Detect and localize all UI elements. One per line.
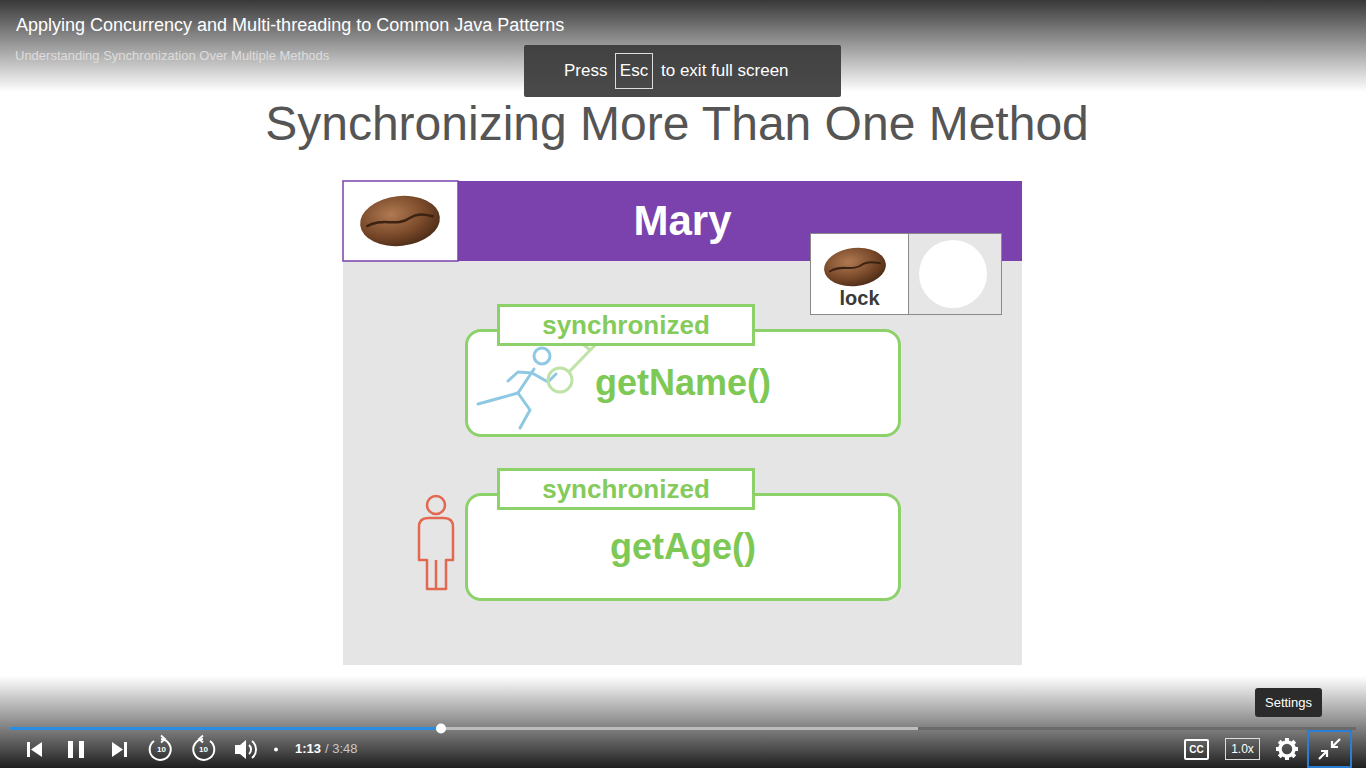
method-box: synchronizedgetAge()	[465, 493, 901, 601]
course-title: Applying Concurrency and Multi-threading…	[16, 15, 564, 36]
toast-panel	[524, 45, 841, 97]
volume-icon	[235, 740, 256, 759]
previous-icon	[27, 742, 42, 757]
rewind-icon	[150, 736, 171, 760]
object-name: Mary	[343, 181, 1022, 261]
method-box: synchronizedgetName()	[465, 329, 901, 437]
bean-frame	[343, 181, 458, 261]
bottom-shade	[0, 676, 1366, 768]
toast-text: to exit full screen	[661, 61, 789, 81]
coffee-bean	[358, 192, 443, 250]
method-name: getAge()	[468, 496, 898, 598]
progress-bar	[10, 724, 1356, 734]
tooltip: Settings	[1255, 688, 1322, 717]
waiting-person-icon	[419, 496, 453, 589]
progress-track	[10, 727, 1356, 730]
exit-fullscreen-icon	[1319, 739, 1340, 759]
volume-dot	[274, 748, 278, 752]
next-icon	[112, 742, 127, 757]
slide-title: Synchronizing More Than One Method	[0, 98, 1354, 150]
modifier-tab: synchronized	[497, 468, 755, 510]
key-cap: Esc	[615, 53, 653, 89]
toast-text: Press	[564, 61, 607, 81]
progress-knob	[436, 724, 446, 734]
top-shade	[0, 0, 1366, 92]
icon-number: 10	[196, 745, 211, 754]
settings-icon	[1276, 738, 1298, 760]
lock-box: lock	[810, 233, 1002, 315]
control-icons	[27, 731, 1351, 767]
duration: / 3:48	[325, 741, 358, 756]
focus-ring	[1308, 731, 1351, 767]
key-icon	[548, 339, 598, 392]
modifier-tab: synchronized	[497, 304, 755, 346]
pause-icon	[68, 741, 84, 758]
current-time: 1:13	[295, 741, 321, 756]
lock-slot	[919, 240, 987, 308]
runner-icon	[478, 348, 556, 428]
icon-number: 10	[154, 745, 169, 754]
object-card: locksynchronizedgetName()synchronizedget…	[343, 181, 1022, 665]
captions-button: CC	[1184, 739, 1209, 760]
forward-icon	[193, 736, 214, 760]
module-subtitle: Understanding Synchronization Over Multi…	[15, 48, 329, 63]
progress-played	[10, 727, 441, 730]
coffee-bean	[822, 245, 888, 289]
progress-buffer	[441, 727, 918, 730]
speed-button: 1.0x	[1225, 738, 1260, 760]
lock-label: lock	[811, 287, 908, 309]
method-name: getName()	[468, 332, 898, 434]
